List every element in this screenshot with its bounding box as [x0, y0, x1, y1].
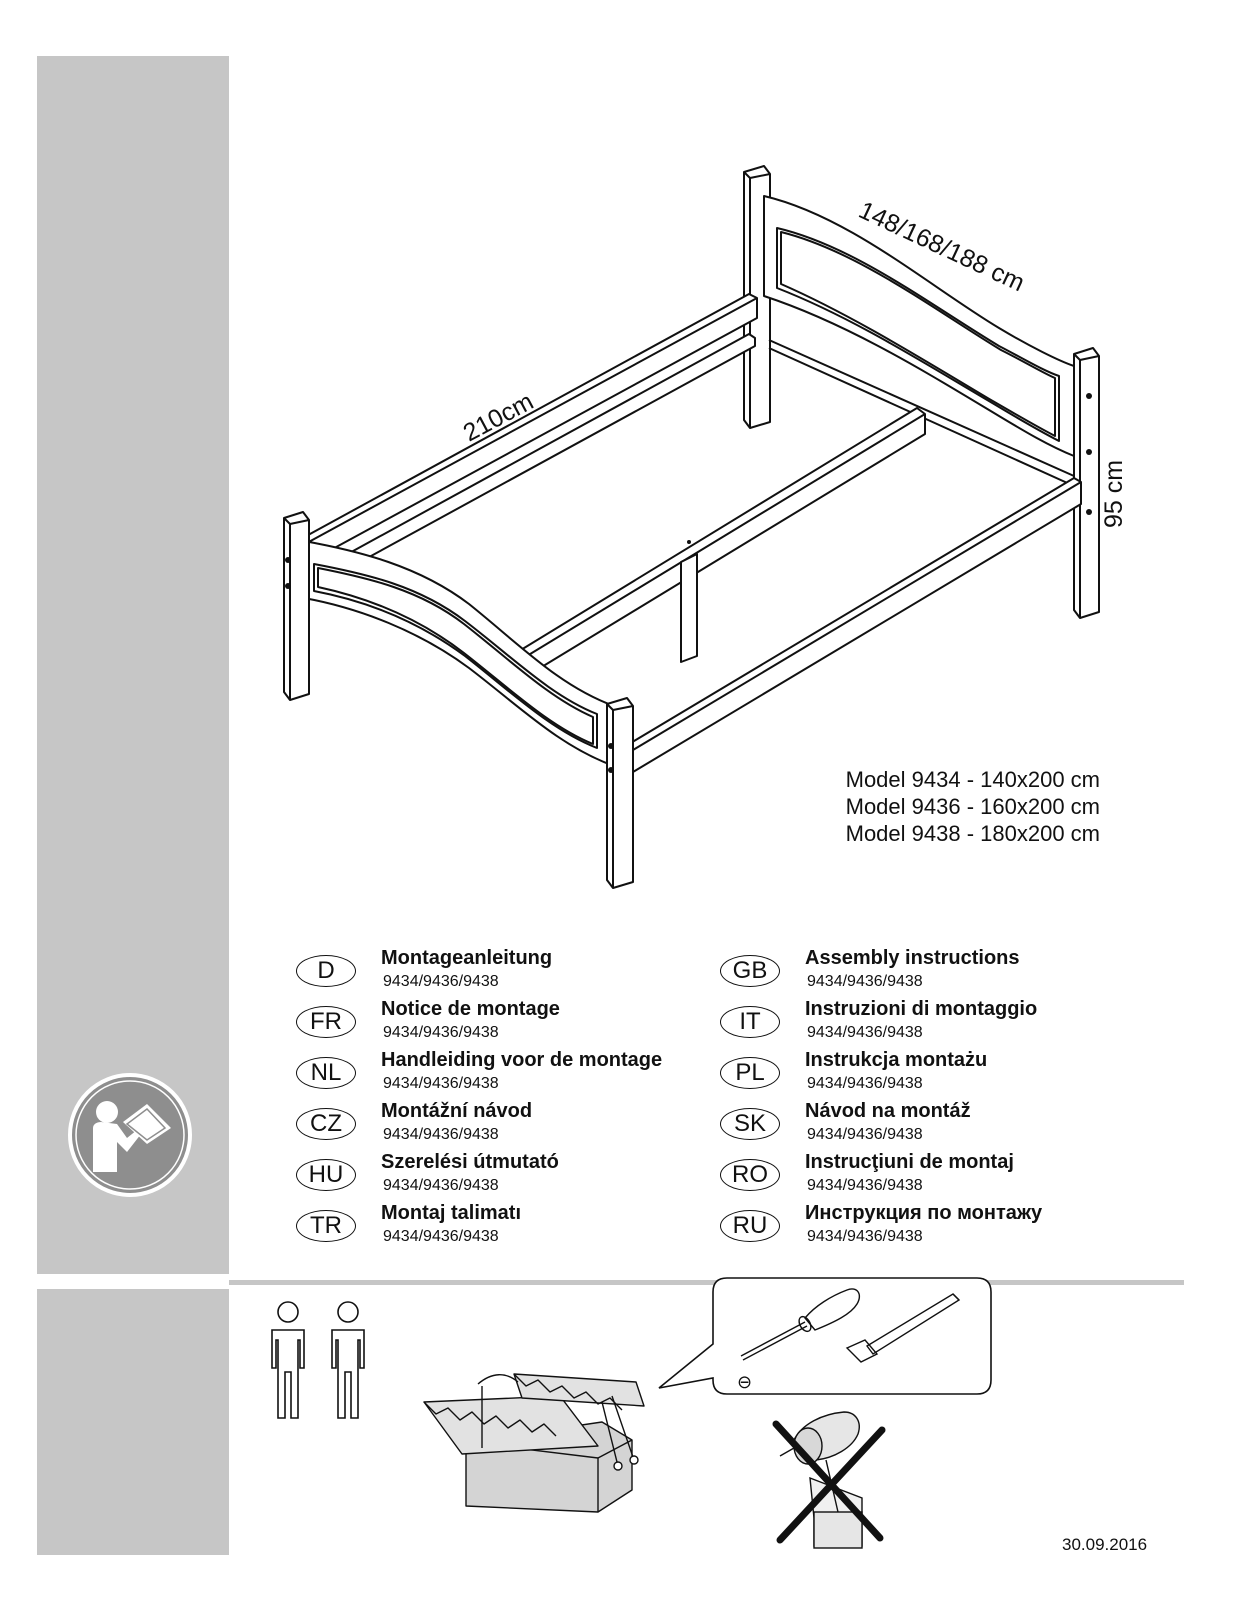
screwdriver-symbol: ⊖ — [737, 1372, 752, 1393]
sidebar-bottom-band — [37, 1289, 229, 1555]
language-title: Assembly instructions — [805, 947, 1020, 969]
language-badge: TR — [296, 1210, 356, 1242]
toolbox-icon — [423, 1373, 645, 1513]
document-date: 30.09.2016 — [1062, 1535, 1148, 1554]
no-power-drill-icon — [772, 1411, 886, 1549]
language-models: 9434/9436/9438 — [383, 1177, 499, 1194]
language-badge: D — [296, 955, 356, 987]
language-badge: PL — [720, 1057, 780, 1089]
language-models: 9434/9436/9438 — [807, 973, 923, 990]
hammer-icon — [845, 1293, 961, 1363]
language-title: Инструкция по монтажу — [805, 1202, 1043, 1224]
language-title: Instruzioni di montaggio — [805, 998, 1038, 1020]
language-models: 9434/9436/9438 — [383, 1126, 499, 1143]
language-title: Montageanleitung — [381, 947, 553, 969]
language-title: Návod na montáž — [805, 1100, 971, 1122]
language-badge: RO — [720, 1159, 780, 1191]
language-title: Montážní návod — [381, 1100, 533, 1122]
screwdriver-icon — [740, 1288, 861, 1361]
tools-callout: ⊖ — [658, 1277, 992, 1395]
language-models: 9434/9436/9438 — [807, 1177, 923, 1194]
language-models: 9434/9436/9438 — [383, 973, 499, 990]
language-models: 9434/9436/9438 — [807, 1228, 923, 1245]
model-line: Model 9438 - 180x200 cm — [845, 821, 1100, 846]
language-title: Szerelési útmutató — [381, 1151, 559, 1173]
language-title: Instrukcja montażu — [805, 1049, 988, 1071]
language-badge: CZ — [296, 1108, 356, 1140]
model-line: Model 9434 - 140x200 cm — [845, 767, 1100, 792]
read-manual-icon — [68, 1073, 192, 1197]
language-models: 9434/9436/9438 — [383, 1228, 499, 1245]
height-dimension: 95 cm — [1100, 460, 1128, 528]
language-title: Montaj talimatı — [381, 1202, 522, 1224]
language-badge: IT — [720, 1006, 780, 1038]
language-models: 9434/9436/9438 — [383, 1075, 499, 1092]
sidebar-top-band — [37, 56, 229, 1274]
model-list: Model 9434 - 140x200 cm Model 9436 - 160… — [780, 766, 1100, 847]
model-line: Model 9436 - 160x200 cm — [845, 794, 1100, 819]
language-badge: HU — [296, 1159, 356, 1191]
language-badge: GB — [720, 955, 780, 987]
language-title: Handleiding voor de montage — [381, 1049, 663, 1071]
language-models: 9434/9436/9438 — [383, 1024, 499, 1041]
language-models: 9434/9436/9438 — [807, 1075, 923, 1092]
language-badge: SK — [720, 1108, 780, 1140]
language-models: 9434/9436/9438 — [807, 1126, 923, 1143]
language-badge: FR — [296, 1006, 356, 1038]
two-persons-icon — [271, 1301, 365, 1419]
bed-frame-illustration: 210cm 148/168/188 cm 95 cm — [283, 165, 1128, 889]
language-badge: RU — [720, 1210, 780, 1242]
language-badge: NL — [296, 1057, 356, 1089]
language-title: Instrucţiuni de montaj — [805, 1151, 1014, 1173]
section-divider — [229, 1280, 1184, 1285]
language-title: Notice de montage — [381, 998, 560, 1020]
language-models: 9434/9436/9438 — [807, 1024, 923, 1041]
